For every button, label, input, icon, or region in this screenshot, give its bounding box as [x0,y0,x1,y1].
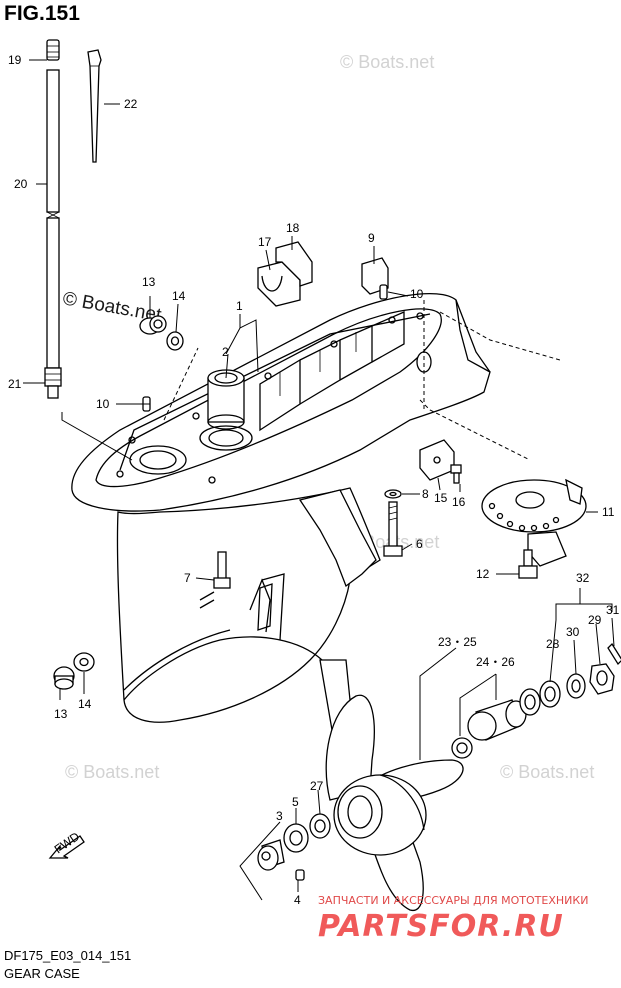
callout: 31 [606,603,620,617]
callout: 24・26 [476,655,515,669]
brand-tagline: ЗАПЧАСТИ И АКСЕССУАРЫ ДЛЯ МОТОТЕХНИКИ [318,894,588,907]
callout: 12 [476,567,490,581]
callout: 17 [258,235,272,249]
callout: 32 [576,571,590,585]
callout: 22 [124,97,138,111]
callout: 4 [294,893,301,907]
part-11-trim-tab [481,478,587,567]
callout: 2 [222,345,229,359]
figure-code: DF175_E03_014_151 [4,948,132,963]
callout: 14 [78,697,92,711]
callout: 3 [276,809,283,823]
callout: 9 [368,231,375,245]
leader-lines [23,59,615,901]
callout: 30 [566,625,580,639]
figure-title: FIG.151 [4,2,80,25]
part-30-washer [566,673,586,699]
callout: 10 [410,287,424,301]
part-3-thrust-bushing [257,839,285,871]
part-20-drive-shaft [46,69,60,369]
callout: 8 [422,487,429,501]
part-23-propeller [325,694,464,911]
callout: 14 [172,289,186,303]
part-10-dowel-pin [379,284,388,300]
part-31-cotter-pin [607,642,621,666]
callout: 6 [416,537,423,551]
callout: 11 [602,505,615,519]
callout: 16 [452,495,466,509]
watermark-text: © Boats.net [65,762,159,782]
watermark-text: © Boats.net [500,762,594,782]
callout: 19 [8,53,22,67]
part-18-bracket [275,241,313,287]
callout: 28 [546,637,560,651]
callout: 21 [8,377,22,391]
part-27-spacer [309,813,331,839]
callout: 7 [184,571,191,585]
part-15-anode-block [419,439,455,481]
part-16-bolt [450,464,462,484]
part-14-washer-lower [73,652,95,672]
watermark-text: © Boats.net [340,52,434,72]
callout: 1 [236,299,243,313]
part-12-bolt [518,549,538,579]
part-7-bolt [213,551,231,589]
part-21-shaft-end [44,367,62,399]
figure-name: GEAR CASE [4,966,80,981]
callout: 5 [292,795,299,809]
part-13-plug-lower [53,666,75,690]
part-29-nut [589,663,615,695]
callout: 15 [434,491,448,505]
part-4-pin [295,869,305,881]
callout-labels: 19 22 20 17 18 9 10 13 14 1 2 21 10 8 15… [8,53,620,907]
brand-watermark: ЗАПЧАСТИ И АКСЕССУАРЫ ДЛЯ МОТОТЕХНИКИ PA… [318,894,588,944]
callout: 29 [588,613,602,627]
fwd-direction-arrow: FWD [48,829,85,859]
part-28-spacer [519,680,561,716]
part-5-thrust-washer [283,823,309,853]
part-19-grommet [46,39,60,61]
part-8-washer [384,489,402,499]
part-2-sleeve [207,369,245,430]
part-24-bushing [451,699,527,759]
callout: 18 [286,221,300,235]
part-1-gear-case-housing [71,292,561,762]
callout: 10 [96,397,110,411]
part-22-pin [87,49,102,163]
callout: 20 [14,177,28,191]
callout: 27 [310,779,324,793]
brand-name: PARTSFOR.RU [318,909,564,944]
callout: 13 [54,707,68,721]
part-6-bolt [383,501,403,557]
callout: 13 [142,275,156,289]
callout: 23・25 [438,635,477,649]
part-14-washer-upper [166,331,184,351]
